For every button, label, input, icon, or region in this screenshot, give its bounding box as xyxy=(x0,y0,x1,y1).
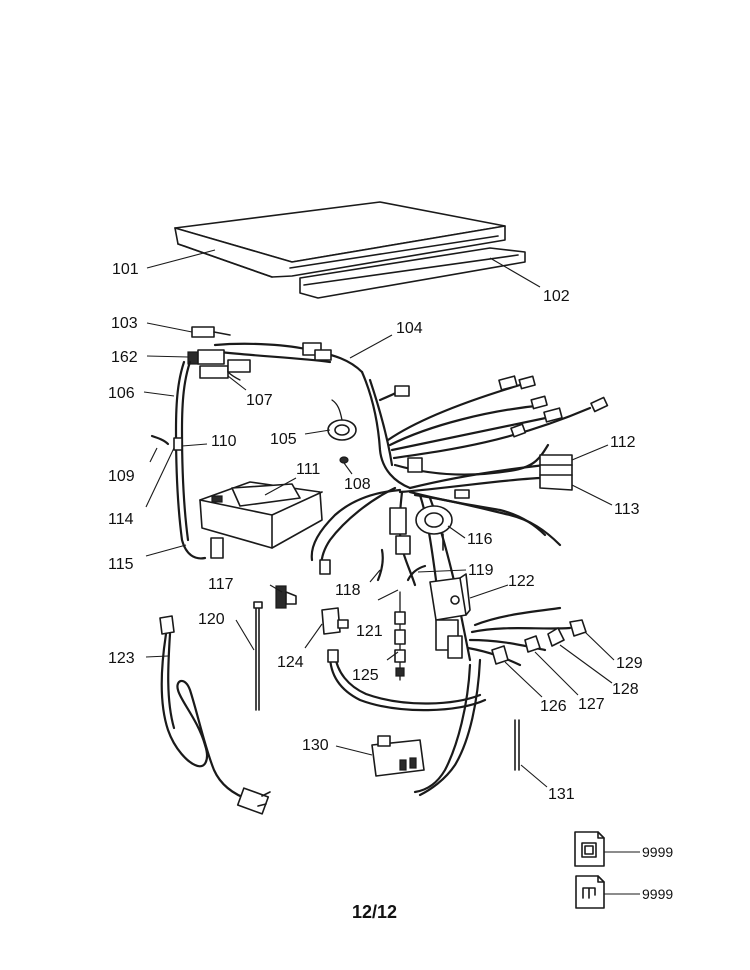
callout-101: 101 xyxy=(112,261,139,278)
callout-128: 128 xyxy=(612,681,639,698)
callout-120: 120 xyxy=(198,611,225,628)
callout-111: 111 xyxy=(296,461,320,478)
callout-124: 124 xyxy=(277,654,304,671)
part-101-top-panel xyxy=(174,201,506,278)
part-109-small-hose xyxy=(150,434,170,446)
part-123-power-cord xyxy=(159,615,271,815)
part-106-115-hose xyxy=(174,360,207,560)
part-120-rod xyxy=(253,601,263,711)
part-116-timer xyxy=(389,505,453,555)
callout-110: 110 xyxy=(211,433,237,450)
callout-105: 105 xyxy=(270,431,297,448)
callout-115: 115 xyxy=(108,556,134,573)
callout-103: 103 xyxy=(111,315,138,332)
part-124-switch xyxy=(321,607,349,635)
part-122-control-module xyxy=(429,573,471,659)
callout-122: 122 xyxy=(508,573,535,590)
page-indicator: 12/12 xyxy=(352,902,397,922)
callout-106: 106 xyxy=(108,385,135,402)
callout-labels: 101 102 103 104 162 107 106 105 108 109 … xyxy=(108,261,643,803)
callout-118: 118 xyxy=(335,582,361,599)
part-105-pressure-switch xyxy=(327,399,357,441)
part-111-dispenser xyxy=(199,481,323,559)
part-118-hose xyxy=(376,548,384,582)
part-108-grommet xyxy=(339,456,349,464)
callout-121: 121 xyxy=(356,623,383,640)
callout-162: 162 xyxy=(111,349,138,366)
callout-119: 119 xyxy=(468,562,494,579)
callout-127: 127 xyxy=(578,696,605,713)
callout-117: 117 xyxy=(208,576,234,593)
callout-104: 104 xyxy=(396,320,423,337)
part-131-rod xyxy=(514,719,520,771)
callout-131: 131 xyxy=(548,786,575,803)
callout-109: 109 xyxy=(108,468,135,485)
legend-code-2: 9999 xyxy=(642,886,673,902)
leader-lines xyxy=(143,249,615,788)
part-110-clip xyxy=(173,437,183,451)
part-107-connector xyxy=(199,359,251,381)
callout-129: 129 xyxy=(616,655,643,672)
part-130-switch-block xyxy=(327,649,487,797)
part-121-125-connectors xyxy=(394,591,406,681)
legend-code-1: 9999 xyxy=(642,844,673,860)
callout-107: 107 xyxy=(246,392,273,409)
callout-116: 116 xyxy=(467,531,493,548)
callout-113: 113 xyxy=(614,501,640,518)
callout-112: 112 xyxy=(610,434,636,451)
callout-114: 114 xyxy=(108,511,134,528)
legend: 9999 9999 xyxy=(574,831,673,909)
part-117-switch xyxy=(275,585,297,609)
part-126-129-terminals xyxy=(466,606,587,667)
callout-130: 130 xyxy=(302,737,329,754)
part-119-hose xyxy=(406,564,427,582)
callout-126: 126 xyxy=(540,698,567,715)
callout-102: 102 xyxy=(543,288,570,305)
part-102-front-trim xyxy=(299,247,526,299)
part-103-terminal xyxy=(191,326,231,338)
callout-123: 123 xyxy=(108,650,135,667)
legend-doc-icon-2 xyxy=(575,875,605,909)
callout-125: 125 xyxy=(352,667,379,684)
part-112-113-terminal-block xyxy=(539,454,573,491)
callout-108: 108 xyxy=(344,476,371,493)
part-162-connector xyxy=(187,349,225,365)
legend-doc-icon-1 xyxy=(574,831,605,867)
